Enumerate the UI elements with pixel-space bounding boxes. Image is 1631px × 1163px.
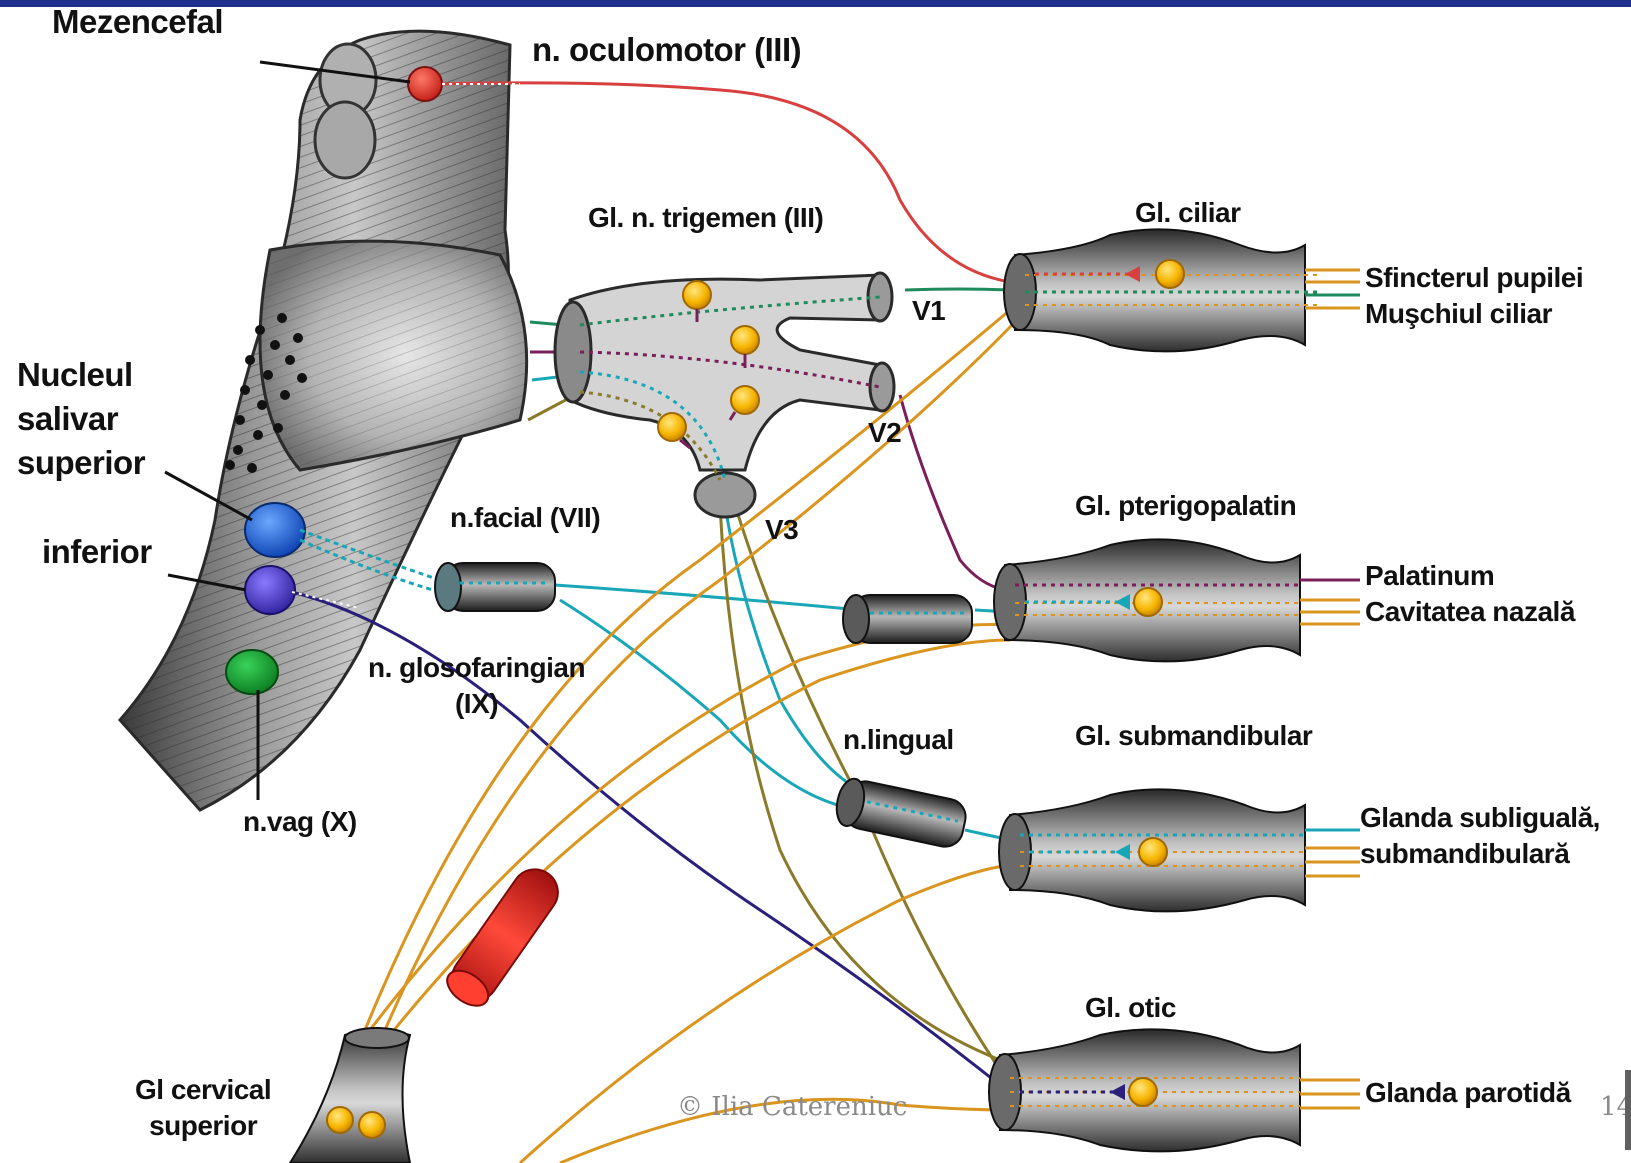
label-oculomotor-nerve: n. oculomotor (III) [532, 28, 801, 72]
lingual-nerve-segment [833, 776, 969, 850]
label-facial-nerve: n.facial (VII) [450, 500, 600, 536]
facial-nerve-segment [435, 563, 555, 611]
label-superior-cervical-ganglion: Gl cervical superior [135, 1072, 271, 1144]
otic-ganglion [989, 1029, 1300, 1151]
label-ciliary-muscle: Muşchiul ciliar [1365, 296, 1552, 332]
label-parotid-gland: Glanda parotidă [1365, 1075, 1571, 1111]
label-otic-ganglion: Gl. otic [1085, 990, 1176, 1026]
petrosal-nerve-segment [843, 595, 972, 643]
label-v2: V2 [868, 415, 901, 451]
vagus-nucleus [226, 650, 278, 694]
label-glossopharyngeal-nerve: n. glosofaringian (IX) [368, 650, 585, 722]
superior-cervical-ganglion [290, 1028, 410, 1163]
slide-edge-marker [1625, 1070, 1631, 1150]
submandibular-ganglion [999, 789, 1305, 911]
label-lingual-nerve: n.lingual [843, 722, 954, 758]
label-superior-salivary-nucleus: Nucleul salivar superior [17, 353, 145, 485]
label-nasal-cavity: Cavitatea nazală [1365, 594, 1575, 630]
label-pterygopalatine-ganglion: Gl. pterigopalatin [1075, 488, 1296, 524]
oculomotor-nerve [442, 83, 1010, 282]
label-trigeminal-ganglion: Gl. n. trigemen (III) [588, 200, 823, 236]
label-inferior-nucleus: inferior [42, 530, 152, 574]
label-ciliary-ganglion: Gl. ciliar [1135, 195, 1241, 231]
inferior-salivary-nucleus [245, 566, 295, 614]
label-vagus-nerve: n.vag (X) [243, 804, 357, 840]
label-palatinum: Palatinum [1365, 558, 1494, 594]
pterygopalatine-ganglion [994, 539, 1300, 661]
superior-salivary-nucleus [245, 503, 305, 557]
oculomotor-nucleus [408, 67, 442, 101]
label-submandibular-ganglion: Gl. submandibular [1075, 718, 1312, 754]
label-v3: V3 [765, 512, 798, 548]
footer-copyright: © Ilia Catereniuc [677, 1092, 907, 1122]
label-mezencefal: Mezencefal [52, 0, 223, 44]
label-pupil-sphincter: Sfincterul pupilei [1365, 260, 1583, 296]
label-sublingual-submandibular-glands: Glanda subliguală, submandibulară [1360, 800, 1600, 872]
ciliary-ganglion [1004, 229, 1320, 351]
carotid-artery [441, 860, 567, 1013]
label-v1: V1 [912, 293, 945, 329]
